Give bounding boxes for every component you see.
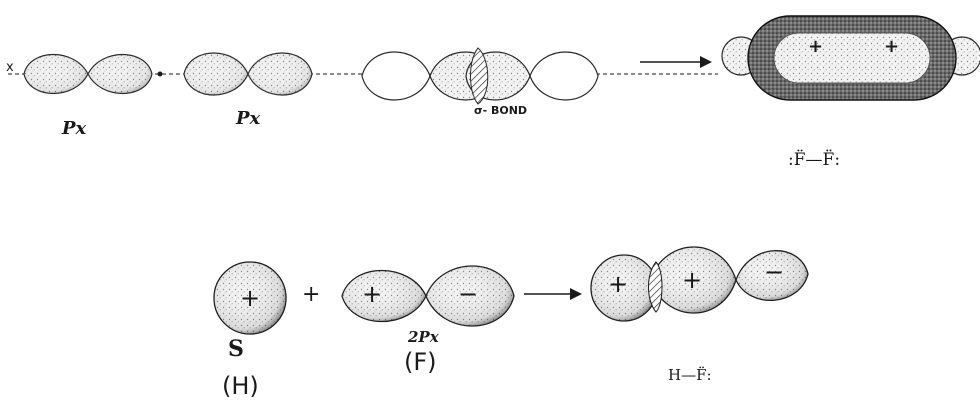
lobe-sign-plus-2: + (884, 36, 899, 57)
px-orbital-1 (24, 55, 152, 94)
sigma-overlap (362, 48, 598, 104)
hf-sign-plus-mid: + (682, 266, 702, 294)
orbital-label-px-2: Px (236, 108, 260, 129)
p-sign-minus: − (458, 280, 478, 308)
f2-molecule (722, 16, 980, 100)
f-label: (F) (404, 348, 437, 376)
px-orbital-2 (184, 53, 312, 95)
plus-dot-1 (158, 72, 163, 77)
hf-sign-plus-left: + (608, 270, 628, 298)
reaction-arrow-2 (524, 288, 582, 300)
sigma-bond-label: σ- BOND (474, 104, 527, 117)
hf-sign-minus: − (764, 258, 784, 286)
reaction-arrow-1 (640, 56, 712, 68)
h-label: (H) (222, 372, 259, 400)
plus-operator: + (302, 282, 320, 307)
orbital-label-px-1: Px (62, 118, 86, 139)
axis-mark-x: x (6, 60, 14, 75)
lobe-sign-plus-1: + (808, 36, 823, 57)
s-label: S (228, 336, 244, 362)
p-sign-plus: + (362, 280, 382, 308)
s-sign-plus: + (240, 284, 260, 312)
f2-formula: :F̈—F̈: (788, 150, 840, 170)
hf-formula: H—F̈: (668, 366, 712, 384)
p-sublabel: 2Px (408, 328, 439, 346)
